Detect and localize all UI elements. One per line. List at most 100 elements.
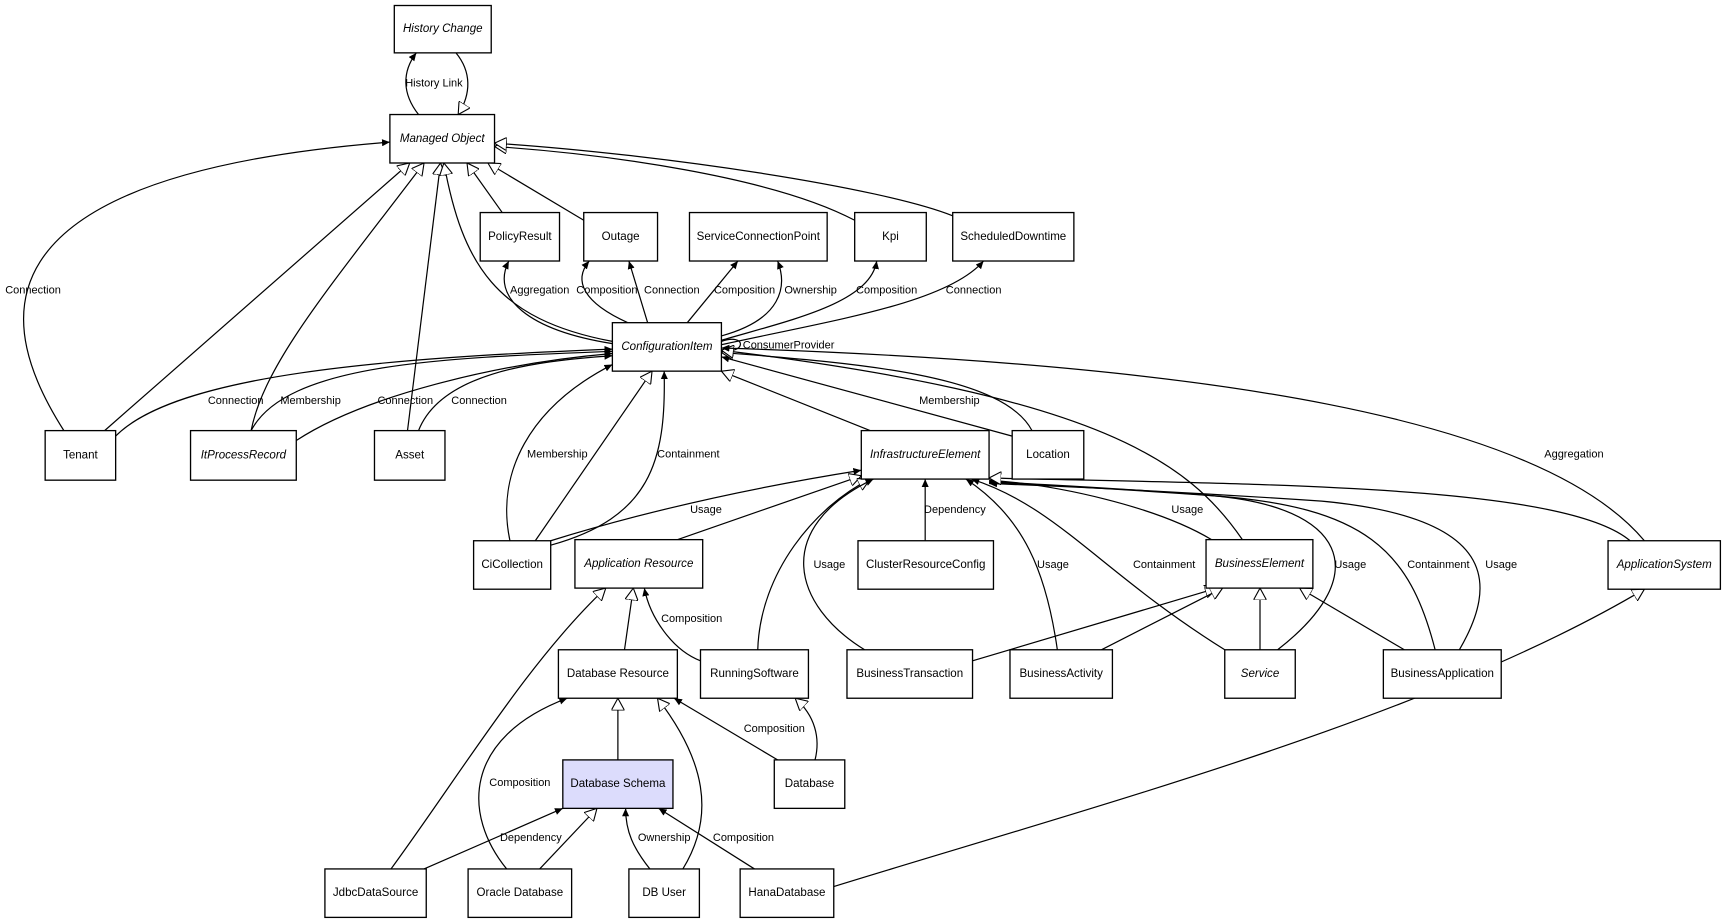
edge-generalization-kpi-to-managed-object bbox=[495, 146, 855, 221]
edge-generalization-jdbc-data-source-to-application-resource bbox=[390, 588, 606, 870]
class-box bbox=[393, 4, 492, 54]
class-node-business-element[interactable]: BusinessElement bbox=[1205, 538, 1314, 589]
class-node-database-schema[interactable]: Database Schema bbox=[562, 759, 674, 810]
edge-generalization-running-software-to-infrastructure-element bbox=[757, 479, 870, 650]
class-node-business-transaction[interactable]: BusinessTransaction bbox=[846, 649, 974, 699]
class-name: Database bbox=[785, 778, 834, 790]
class-node-hana-database[interactable]: HanaDatabase bbox=[739, 868, 835, 919]
class-name: BusinessElement bbox=[1215, 558, 1305, 570]
edge-label: Connection bbox=[5, 285, 61, 297]
class-node-tenant[interactable]: Tenant bbox=[44, 429, 117, 481]
class-name: ClusterResourceConfig bbox=[866, 559, 985, 571]
class-node-cluster-resource-config[interactable]: ClusterResourceConfig bbox=[857, 540, 995, 590]
class-name: Tenant bbox=[63, 449, 98, 461]
edge-association-configuration-item-to-scheduled-downtime bbox=[721, 260, 985, 346]
edge-association-tenant-to-managed-object bbox=[22, 139, 390, 431]
class-node-it-process-record[interactable]: ItProcessRecord bbox=[189, 429, 297, 481]
class-name: Kpi bbox=[882, 231, 899, 243]
class-box bbox=[1205, 538, 1314, 589]
edge-association-configuration-item-to-service-connection-point bbox=[686, 260, 739, 324]
class-box bbox=[472, 540, 552, 590]
class-box bbox=[1011, 429, 1085, 480]
class-name: PolicyResult bbox=[488, 231, 552, 243]
edge-association-ci-collection-to-infrastructure-element bbox=[550, 468, 862, 542]
class-box bbox=[389, 113, 496, 164]
class-node-ci-collection[interactable]: CiCollection bbox=[472, 540, 552, 590]
edge-association-jdbc-data-source-to-database-schema bbox=[423, 807, 564, 870]
class-node-managed-object[interactable]: Managed Object bbox=[389, 113, 496, 164]
edge-association-tenant-to-configuration-item bbox=[115, 345, 613, 437]
edge-label: Dependency bbox=[500, 832, 562, 844]
class-node-oracle-database[interactable]: Oracle Database bbox=[467, 868, 573, 919]
edge-label: Connection bbox=[644, 285, 700, 297]
edge-generalization-application-system-to-infrastructure-element bbox=[989, 478, 1631, 542]
class-name: InfrastructureElement bbox=[870, 449, 981, 461]
class-node-business-application[interactable]: BusinessApplication bbox=[1382, 649, 1502, 699]
class-node-configuration-item[interactable]: ConfigurationItem bbox=[611, 322, 723, 372]
class-node-location[interactable]: Location bbox=[1011, 429, 1085, 480]
class-box bbox=[574, 538, 704, 589]
class-box bbox=[688, 211, 828, 262]
edge-generalization-tenant-to-managed-object bbox=[104, 163, 410, 432]
class-node-database-resource[interactable]: Database Resource bbox=[557, 649, 679, 699]
class-box bbox=[467, 868, 573, 919]
edge-label: Usage bbox=[1171, 504, 1203, 516]
class-box bbox=[846, 649, 974, 699]
class-node-service-connection-point[interactable]: ServiceConnectionPoint bbox=[688, 211, 828, 262]
edge-association-location-to-configuration-item bbox=[721, 355, 1013, 437]
class-node-application-system[interactable]: ApplicationSystem bbox=[1607, 540, 1722, 590]
edge-association-it-process-record-to-configuration-item bbox=[295, 350, 613, 442]
edge-label: Aggregation bbox=[1544, 449, 1603, 461]
edge-association-business-transaction-to-infrastructure-element bbox=[803, 478, 874, 651]
class-box bbox=[1382, 649, 1502, 699]
class-name: Oracle Database bbox=[477, 887, 564, 899]
class-name: Database Resource bbox=[567, 668, 669, 680]
class-box bbox=[628, 868, 701, 919]
edge-label: Composition bbox=[713, 832, 774, 844]
class-node-database[interactable]: Database bbox=[773, 759, 846, 810]
class-box bbox=[479, 211, 561, 262]
class-node-dbuser[interactable]: DB User bbox=[628, 868, 701, 919]
edge-label: History Link bbox=[405, 78, 463, 90]
class-node-outage[interactable]: Outage bbox=[583, 211, 659, 262]
edge-label: Connection bbox=[208, 395, 264, 407]
class-name: BusinessTransaction bbox=[856, 668, 963, 680]
class-node-business-activity[interactable]: BusinessActivity bbox=[1009, 649, 1114, 699]
class-node-jdbc-data-source[interactable]: JdbcDataSource bbox=[324, 868, 427, 919]
edge-association-ci-collection-to-configuration-item bbox=[550, 371, 668, 546]
class-node-application-resource[interactable]: Application Resource bbox=[574, 538, 704, 589]
edge-association-business-activity-to-infrastructure-element bbox=[965, 478, 1058, 650]
class-name: Outage bbox=[602, 231, 640, 243]
edge-label: ConsumerProvider bbox=[743, 340, 835, 352]
edge-association-ci-collection-to-configuration-item bbox=[506, 363, 613, 541]
class-node-kpi[interactable]: Kpi bbox=[854, 211, 927, 262]
edge-generalization-it-process-record-to-managed-object bbox=[250, 163, 424, 431]
edge-generalization-business-transaction-to-business-element bbox=[972, 588, 1218, 662]
edge-generalization-scheduled-downtime-to-managed-object bbox=[495, 143, 953, 217]
edge-label: Usage bbox=[690, 504, 722, 516]
class-box bbox=[860, 429, 990, 480]
class-name: BusinessActivity bbox=[1019, 668, 1103, 680]
edge-generalization-database-to-running-software bbox=[795, 698, 818, 761]
class-box bbox=[324, 868, 427, 919]
edge-label: Composition bbox=[661, 613, 722, 625]
class-node-running-software[interactable]: RunningSoftware bbox=[699, 649, 810, 699]
class-box bbox=[1607, 540, 1722, 590]
class-node-asset[interactable]: Asset bbox=[373, 429, 446, 481]
class-node-policy-result[interactable]: PolicyResult bbox=[479, 211, 561, 262]
class-node-service[interactable]: Service bbox=[1224, 649, 1296, 699]
class-name: HanaDatabase bbox=[748, 887, 825, 899]
edge-generalization-business-element-to-configuration-item bbox=[721, 350, 1243, 540]
class-node-scheduled-downtime[interactable]: ScheduledDowntime bbox=[952, 211, 1075, 262]
edge-label: Composition bbox=[744, 723, 805, 735]
edge-label: Containment bbox=[1133, 559, 1195, 571]
edge-association-configuration-item-to-outage bbox=[627, 260, 649, 323]
edge-generalization-location-to-configuration-item bbox=[721, 352, 1033, 431]
class-node-infrastructure-element[interactable]: InfrastructureElement bbox=[860, 429, 990, 480]
class-name: ApplicationSystem bbox=[1616, 559, 1712, 571]
class-name: Asset bbox=[395, 449, 425, 461]
class-node-history-change[interactable]: History Change bbox=[393, 4, 492, 54]
class-name: ConfigurationItem bbox=[621, 341, 713, 353]
class-box bbox=[189, 429, 297, 481]
